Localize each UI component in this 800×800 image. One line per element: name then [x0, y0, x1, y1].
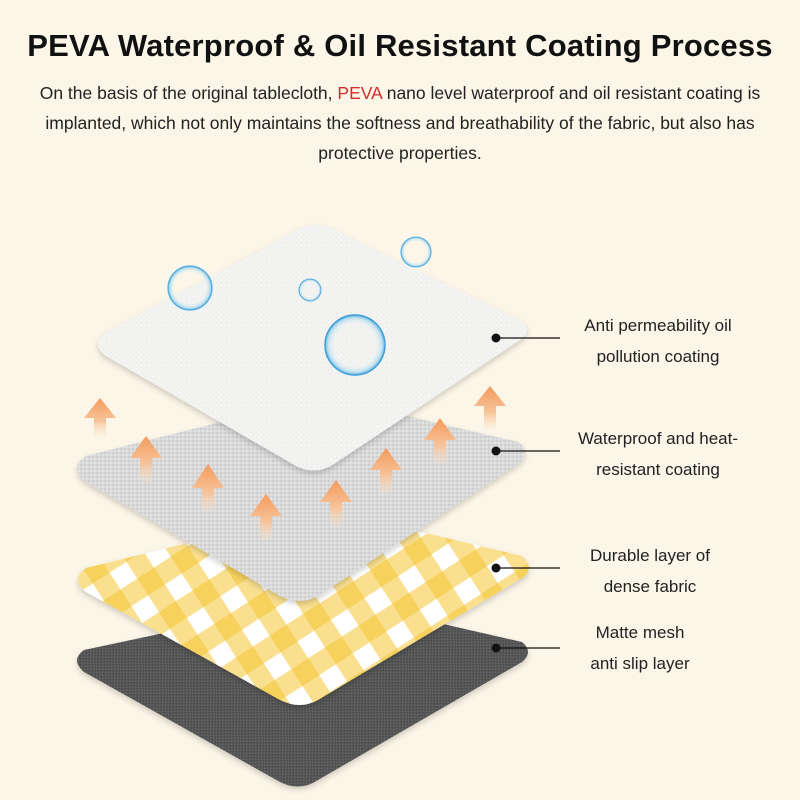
label-line: Waterproof and heat- — [577, 429, 738, 448]
label-line: anti slip layer — [590, 654, 690, 673]
page-title: PEVA Waterproof & Oil Resistant Coating … — [27, 28, 773, 63]
label-line: Anti permeability oil — [584, 316, 732, 335]
intro-text-before: On the basis of the original tablecloth, — [39, 83, 333, 103]
up-arrow-icon — [192, 464, 224, 512]
intro-text-after: nano level waterproof and oil resistant … — [45, 83, 761, 163]
up-arrow-icon — [84, 398, 116, 436]
leader-dot — [491, 446, 501, 456]
water-droplet-icon — [167, 265, 213, 311]
leader-lines — [491, 333, 560, 653]
up-arrow-icon — [130, 436, 162, 482]
leader-dot — [491, 333, 501, 343]
up-arrow-icon — [320, 480, 352, 526]
label-durable-fabric: Durable layer of dense fabric — [540, 540, 760, 602]
water-droplets — [167, 236, 432, 376]
intro-paragraph: On the basis of the original tablecloth,… — [20, 78, 780, 168]
label-line: Matte mesh — [595, 623, 685, 642]
label-line: dense fabric — [603, 577, 697, 596]
layer-waterproof-coating — [77, 396, 525, 601]
leader-dot — [491, 563, 501, 573]
up-arrow-icon — [424, 418, 456, 464]
up-arrow-icon — [370, 448, 402, 494]
leader-dot — [491, 643, 501, 653]
heat-arrows — [84, 386, 506, 540]
label-anti-permeability: Anti permeability oil pollution coating — [548, 310, 768, 372]
water-droplet-icon — [400, 236, 432, 268]
water-droplet-icon — [324, 314, 386, 376]
up-arrow-icon — [250, 494, 282, 540]
label-line: pollution coating — [596, 347, 720, 366]
label-line: resistant coating — [596, 460, 720, 479]
label-waterproof: Waterproof and heat- resistant coating — [548, 423, 768, 485]
label-matte-mesh: Matte mesh anti slip layer — [530, 617, 750, 679]
intro-highlight: PEVA — [337, 83, 382, 103]
water-droplet-icon — [298, 278, 322, 302]
layer-checkered-fabric — [78, 509, 529, 705]
up-arrow-icon — [474, 386, 506, 430]
label-line: Durable layer of — [589, 546, 710, 565]
